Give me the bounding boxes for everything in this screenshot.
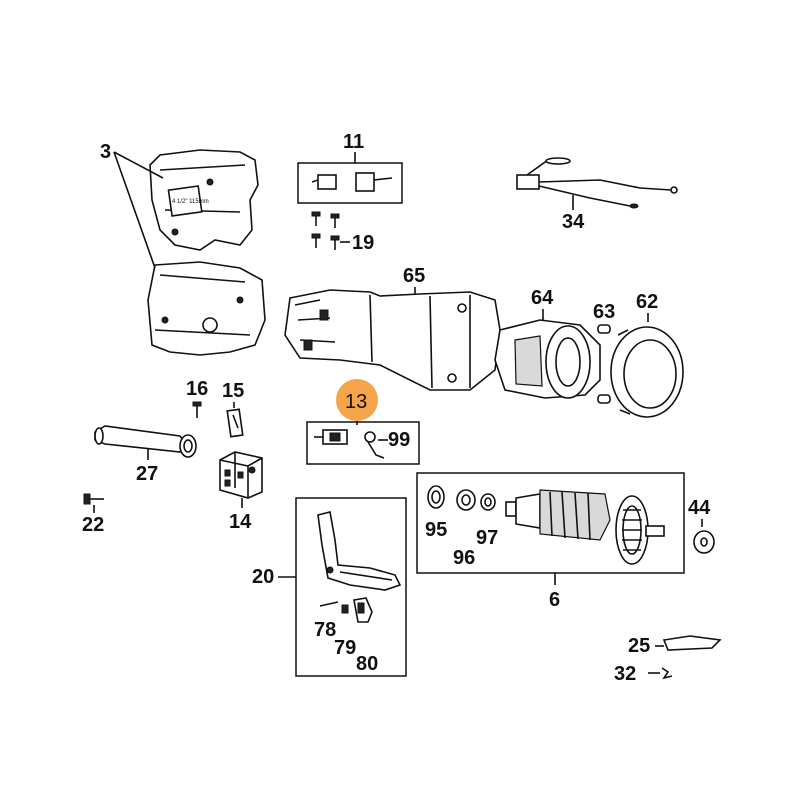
armature-6[interactable]: [505, 489, 665, 565]
bearing-96[interactable]: [456, 489, 476, 511]
wire-leads-34[interactable]: [516, 157, 678, 209]
pin-78[interactable]: [319, 601, 339, 607]
label-44[interactable]: 44: [688, 497, 711, 519]
spring-99[interactable]: [364, 431, 385, 459]
screws-19[interactable]: [311, 211, 340, 250]
side-handle-27[interactable]: [94, 425, 197, 458]
label-62[interactable]: 62: [636, 291, 658, 313]
label-79[interactable]: 79: [334, 637, 356, 659]
gear-housing-upper[interactable]: 4 1/2" 115mm: [149, 149, 259, 251]
screw-16[interactable]: [192, 401, 202, 418]
carbon-brush-right[interactable]: [355, 172, 393, 192]
label-15[interactable]: 15: [222, 380, 244, 402]
label-20[interactable]: 20: [252, 566, 274, 588]
housing-marking: 4 1/2" 115mm: [172, 199, 209, 205]
screw-22[interactable]: [83, 493, 104, 505]
kit-box-13: [306, 421, 420, 465]
label-63[interactable]: 63: [593, 301, 615, 323]
label-14[interactable]: 14: [229, 511, 252, 533]
carbon-brush-left[interactable]: [311, 174, 337, 190]
field-stator-64[interactable]: [494, 319, 601, 399]
kit-box-11: [297, 162, 403, 204]
clip-32[interactable]: [661, 667, 673, 680]
label-64[interactable]: 64: [531, 287, 554, 309]
label-99[interactable]: 99: [388, 429, 410, 451]
baffle-62[interactable]: [610, 326, 684, 418]
label-19[interactable]: 19: [352, 232, 374, 254]
label-95[interactable]: 95: [425, 519, 447, 541]
spring-clip-25[interactable]: [662, 635, 722, 651]
switch-14[interactable]: [219, 451, 263, 499]
label-96[interactable]: 96: [453, 547, 475, 569]
lock-off-80[interactable]: [353, 597, 373, 623]
label-6[interactable]: 6: [549, 589, 560, 611]
label-65[interactable]: 65: [403, 265, 425, 287]
motor-housing-65[interactable]: [284, 289, 501, 391]
label-34[interactable]: 34: [562, 211, 585, 233]
label-25[interactable]: 25: [628, 635, 650, 657]
highlight-marker-13[interactable]: [336, 379, 378, 421]
label-13[interactable]: 13: [345, 391, 367, 413]
label-16[interactable]: 16: [186, 378, 208, 400]
switch-plate-15[interactable]: [226, 408, 244, 438]
washer-95[interactable]: [427, 485, 445, 509]
label-78[interactable]: 78: [314, 619, 336, 641]
washer-97[interactable]: [480, 493, 496, 511]
kit-box-6: [416, 472, 685, 574]
label-22[interactable]: 22: [82, 514, 104, 536]
paddle-switch-20[interactable]: [317, 511, 402, 591]
gear-housing-lower[interactable]: [147, 261, 266, 356]
kit-box-20: [295, 497, 407, 677]
spring-79[interactable]: [341, 604, 349, 614]
brush-holder-13[interactable]: [314, 429, 348, 445]
label-27[interactable]: 27: [136, 463, 158, 485]
label-3[interactable]: 3: [100, 141, 111, 163]
label-11[interactable]: 11: [343, 131, 364, 153]
dowel-pins-63[interactable]: [597, 324, 611, 404]
washer-44[interactable]: [693, 530, 715, 554]
label-97[interactable]: 97: [476, 527, 498, 549]
label-32[interactable]: 32: [614, 663, 636, 685]
label-80[interactable]: 80: [356, 653, 378, 675]
